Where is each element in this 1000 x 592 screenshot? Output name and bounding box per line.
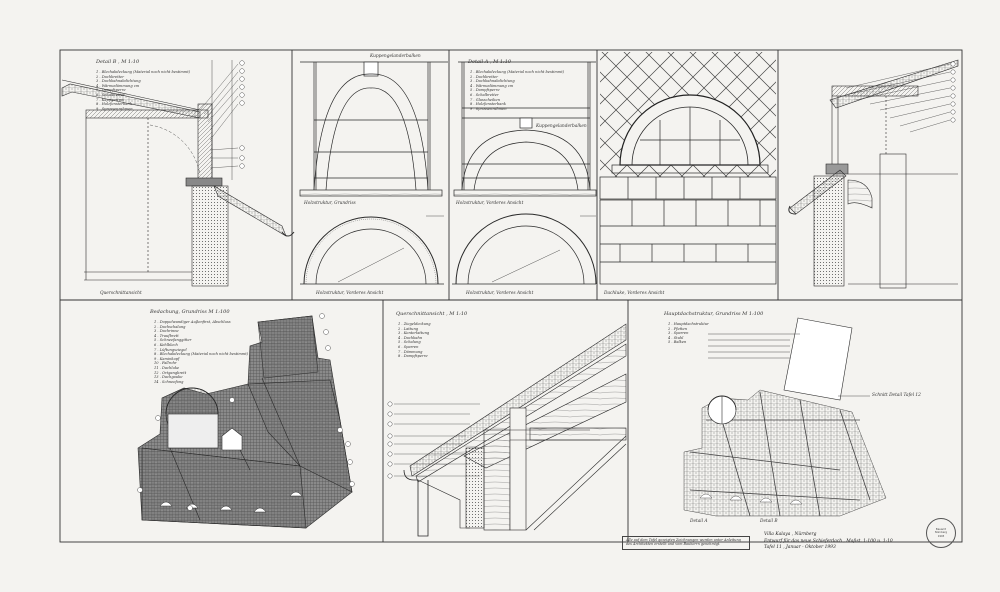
legend-item: 2 . Dachbretter xyxy=(96,74,124,79)
legend-item: 7 . Glasscheiben xyxy=(470,97,500,102)
roof-plan-drawing xyxy=(137,313,355,529)
legend-item: 1 . Doppelwandiger Außenfirst, Abschluss xyxy=(154,320,231,324)
legend-item: 5 . Dampfsperre xyxy=(470,88,500,93)
legend-item: 3 . Sparren xyxy=(668,331,689,336)
detail-a-drawing xyxy=(452,61,597,285)
roof-plan-legend: 1 . Doppelwandiger Außenfirst, Abschluss… xyxy=(154,320,248,384)
roof-plan-title: Bedachung, Grundriss M 1:100 xyxy=(150,309,230,315)
detail-b-legend: 1 . Blechabdeckung (Material noch nicht … xyxy=(96,70,190,111)
detail-a-marker: Detail A xyxy=(690,519,708,524)
title-sheet-date: Tafel 11 , Januar - Oktober 1993 xyxy=(764,545,836,550)
legend-item: 4 . Stuhl xyxy=(668,335,684,340)
eave-section-drawing xyxy=(387,323,627,537)
legend-item: 9 . Sprossenrahmen xyxy=(470,106,507,111)
sheet-frame xyxy=(59,49,963,543)
legend-item: 8 . Holzfensterbank xyxy=(470,102,506,107)
structure-plan-legend: 1 . Hauptdachstruktur 2 . Pfetten 3 . Sp… xyxy=(668,322,709,345)
section-detail-title: Querschnittansicht , M 1:10 xyxy=(396,311,468,317)
detail-a-bottom-caption: Holzstruktur, Vorderes Ansicht xyxy=(466,291,534,296)
note-line: Alle auf dem Tafel gezeigten Zeichnungen… xyxy=(626,538,741,542)
detail-a-mid-caption: Holzstruktur, Vorderes Ansicht xyxy=(456,201,524,206)
structure-plan-drawing xyxy=(683,317,887,517)
legend-item: 6 . Schalbretter xyxy=(470,92,499,97)
legend-item: 4 . Wärmedämmung cm xyxy=(470,83,514,88)
title-project: Villa Kalaya , Nürnberg xyxy=(764,532,817,537)
note-line: des Architekten erstellt und vom Bauherr… xyxy=(626,542,721,547)
stamp-line: Bauamt xyxy=(935,528,947,532)
legend-item: 9 . Sprossenrahmen xyxy=(96,106,133,111)
legend-item: 9 . Kaminkopf xyxy=(154,356,180,361)
holzstruktur-grundriss-caption: Holzstruktur, Grundriss xyxy=(304,201,356,206)
stamp-line: 1993 xyxy=(937,534,945,538)
legend-item: 11 . Dachluke xyxy=(154,365,180,370)
legend-item: 3 . Dachrinne xyxy=(154,329,179,334)
legend-item: 6 . Sparren xyxy=(398,344,419,349)
detail-b-drawing xyxy=(61,60,295,287)
detail-b-marker: Detail B xyxy=(760,519,778,524)
legend-item: 6 . Kehlblech xyxy=(154,342,178,347)
legend-item: 4 . Dachbahn xyxy=(398,335,423,340)
legend-item: 4 . Wärmedämmung cm xyxy=(96,83,140,88)
title-description: Entwurf für das neue Schieferdach , Maßs… xyxy=(764,538,893,544)
dormer-drawing xyxy=(599,52,777,285)
legend-item: 7 . Lüftungsziegel xyxy=(154,347,187,352)
legend-item: 7 . Kappgesims xyxy=(96,97,124,102)
legend-item: 2 . Lattung xyxy=(398,326,419,331)
legend-item: 3 . Dachbahnabdichtung xyxy=(96,79,141,84)
detail-a-legend: 1 . Blechabdeckung (Material noch nicht … xyxy=(470,70,564,111)
stamp-line: Nürnberg xyxy=(934,531,948,535)
legend-item: 1 . Ziegeldeckung xyxy=(398,322,431,326)
legend-item: 12 . Ortgangbrett xyxy=(154,370,187,375)
dormer-caption: Dachluke, Vorderes Ansicht xyxy=(604,291,665,296)
legend-item: 5 . Dampfsperre xyxy=(96,88,126,93)
legend-item: 1 . Blechabdeckung (Material noch nicht … xyxy=(470,70,565,74)
legend-item: 2 . Dachschalung xyxy=(154,324,186,329)
right-section-drawing xyxy=(788,59,959,289)
ladder-top-label: Kuppengelanderbalken xyxy=(370,54,421,59)
legend-item: 1 . Hauptdachstruktur xyxy=(668,322,709,326)
legend-item: 3 . Konterlattung xyxy=(398,331,430,336)
legend-item: 2 . Dachbretter xyxy=(470,74,498,79)
detail-b-title: Detail B , M 1:10 xyxy=(96,59,140,65)
legend-item: 13 . Dachgaube xyxy=(154,375,183,380)
legend-item: 5 . Schneefanggitter xyxy=(154,338,192,343)
legend-item: 7 . Dämmung xyxy=(398,349,423,354)
legend-item: 2 . Pfetten xyxy=(668,326,687,331)
detail-a-title: Detail A , M 1:10 xyxy=(468,59,512,65)
holzstruktur-ansicht-caption: Holzstruktur, Vorderes Ansicht xyxy=(316,291,384,296)
legend-item: 4 . Traufbrett xyxy=(154,333,179,338)
legend-item: 3 . Dachbahnabdichtung xyxy=(470,79,515,84)
section-detail-legend: 1 . Ziegeldeckung 2 . Lattung 3 . Konter… xyxy=(398,322,431,359)
note-box: Alle auf dem Tafel gezeigten Zeichnungen… xyxy=(622,536,750,550)
legend-item: 6 . Schalbretter xyxy=(96,92,125,97)
legend-item: 14 . Schneefang xyxy=(154,379,184,384)
detail-b-section-caption: Querschnittansicht xyxy=(100,291,142,296)
structure-plan-title: Hauptdachstruktur, Grundriss M 1:100 xyxy=(664,311,764,317)
legend-item: 8 . Blechabdeckung (Material noch nicht … xyxy=(154,352,249,357)
legend-item: 5 . Schalung xyxy=(398,340,421,345)
detail-a-mid-label: Kuppengelanderbalken xyxy=(536,124,587,129)
legend-item: 5 . Balken xyxy=(668,340,687,345)
legend-item: 1 . Blechabdeckung (Material noch nicht … xyxy=(96,70,191,74)
legend-item: 10 . Fallrohr xyxy=(154,361,177,366)
structure-detail-callout: Schnitt Detail Tafel 12 xyxy=(872,393,921,398)
approval-stamp: Bauamt Nürnberg 1993 xyxy=(926,518,956,548)
title-block: Villa Kalaya , Nürnberg Entwurf für das … xyxy=(764,532,936,552)
legend-item: 8 . Dampfsperre xyxy=(398,354,428,359)
holzstruktur-left xyxy=(299,61,448,285)
legend-item: 8 . Holzfensterbank xyxy=(96,102,132,107)
